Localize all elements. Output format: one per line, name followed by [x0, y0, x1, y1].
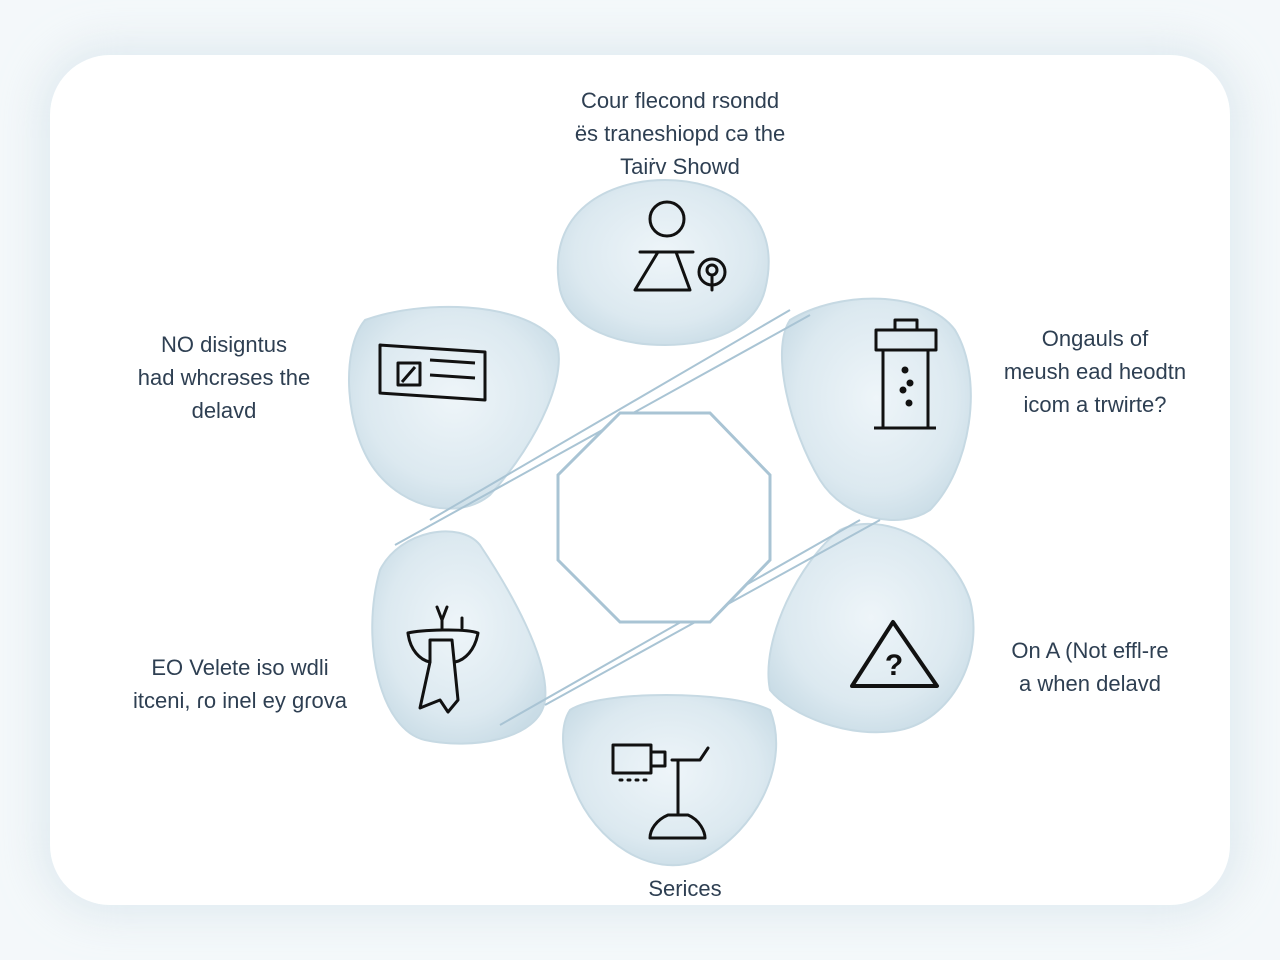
label-lower-left-line-2: itceni, ɾo inel ey gɾova — [133, 688, 347, 713]
label-upper-left-line-1: NO disigntus — [161, 332, 287, 357]
svg-text:?: ? — [885, 649, 903, 682]
label-upper-left-line-2: had whcrəses the — [137, 365, 311, 390]
label-top-line-1: Cour flecond rsondd — [580, 88, 780, 113]
label-lower-left: EO Velete iso wdli itceni, ɾo inel ey gɾ… — [110, 651, 370, 717]
hand-tie-icon — [406, 605, 480, 714]
label-upper-right-line-1: Ongauls of — [1041, 326, 1149, 351]
label-upper-right-line-3: icom a trwirte? — [1023, 392, 1167, 417]
label-top: Cour flecond rsondd ës traneshiopd cə th… — [520, 84, 840, 183]
label-lower-right-line-2: a when delavd — [1019, 671, 1161, 696]
petal-upper-left — [347, 305, 560, 510]
petal-lower-left — [371, 530, 547, 745]
petal-bottom — [562, 694, 778, 867]
label-bottom: Serices — [585, 872, 785, 905]
center-octagon — [556, 411, 772, 624]
label-upper-left-line-3: delavd — [191, 398, 257, 423]
warning-triangle-icon: ? — [850, 620, 939, 688]
label-upper-right-line-2: meush ead heodtn — [1003, 359, 1187, 384]
petal-top — [557, 178, 770, 347]
label-top-line-2: ës traneshiopd cə the — [574, 121, 786, 146]
person-with-badge-icon — [633, 200, 727, 292]
label-bottom-line-1: Serices — [648, 876, 722, 901]
label-lower-left-line-1: EO Velete iso wdli — [151, 655, 329, 680]
id-card-icon — [378, 343, 487, 402]
label-lower-right: On A (Not effl-re a when delavd — [985, 634, 1195, 700]
microscope-device-icon — [611, 743, 710, 840]
label-upper-left: NO disigntus had whcrəses the delavd — [100, 328, 348, 427]
petal-upper-right — [780, 297, 972, 521]
label-lower-right-line-1: On A (Not effl-re — [1011, 638, 1169, 663]
petal-lower-right — [767, 522, 975, 734]
label-top-line-3: Taiṙv Showd — [620, 154, 740, 179]
label-upper-right: Ongauls of meush ead heodtn icom a trwir… — [975, 322, 1215, 421]
tower-icon — [874, 318, 938, 430]
